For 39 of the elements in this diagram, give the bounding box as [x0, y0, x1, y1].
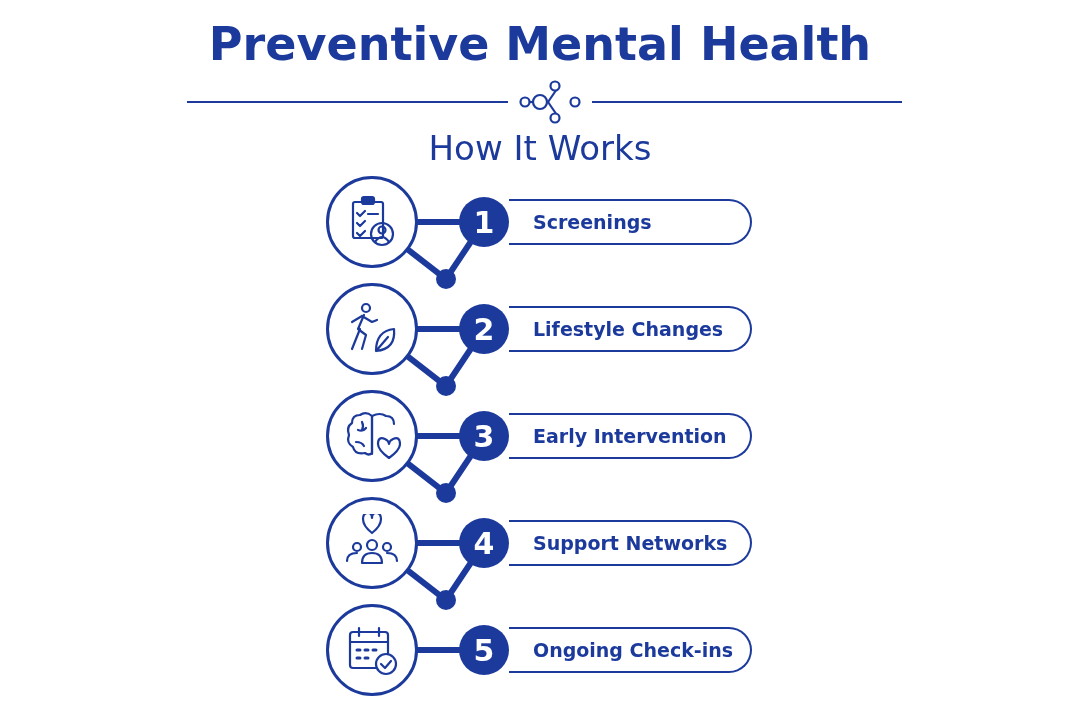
- step-label: Early Intervention: [533, 425, 727, 447]
- step-pill: [509, 627, 752, 673]
- connector-line: [417, 219, 460, 225]
- connector-line: [417, 540, 460, 546]
- number-circle: [459, 518, 509, 568]
- step-number: 2: [473, 311, 495, 347]
- connector-dot: [436, 376, 456, 396]
- connector-dot: [436, 590, 456, 610]
- step-number: 4: [473, 525, 495, 561]
- step-pill: [509, 413, 752, 459]
- connector-dot: [436, 269, 456, 289]
- connector-line: [405, 247, 441, 276]
- connector-line: [417, 433, 460, 439]
- number-circle: [459, 411, 509, 461]
- subtitle: How It Works: [427, 127, 653, 170]
- step-pill: [509, 520, 752, 566]
- number-circle: [459, 625, 509, 675]
- connector-line: [448, 561, 474, 595]
- step-number: 1: [473, 204, 495, 240]
- connector-line: [405, 354, 441, 383]
- number-circle: [459, 197, 509, 247]
- connector-line: [405, 461, 441, 490]
- connector-line: [448, 347, 474, 381]
- step-pill: [509, 199, 752, 245]
- step-label: Ongoing Check-ins: [533, 639, 734, 661]
- number-circle: [459, 304, 509, 354]
- connector-line: [417, 326, 460, 332]
- step-label: Support Networks: [533, 532, 728, 554]
- step-pill: [509, 306, 752, 352]
- step-number: 5: [473, 632, 495, 668]
- step-number: 3: [473, 418, 495, 454]
- connector-line: [448, 454, 474, 488]
- step-label: Lifestyle Changes: [533, 318, 724, 340]
- title: Preventive Mental Health: [207, 16, 873, 73]
- connector-line: [417, 647, 460, 653]
- connector-dot: [436, 483, 456, 503]
- connector-line: [405, 568, 441, 597]
- step-label: Screenings: [533, 211, 652, 233]
- connector-line: [448, 240, 474, 274]
